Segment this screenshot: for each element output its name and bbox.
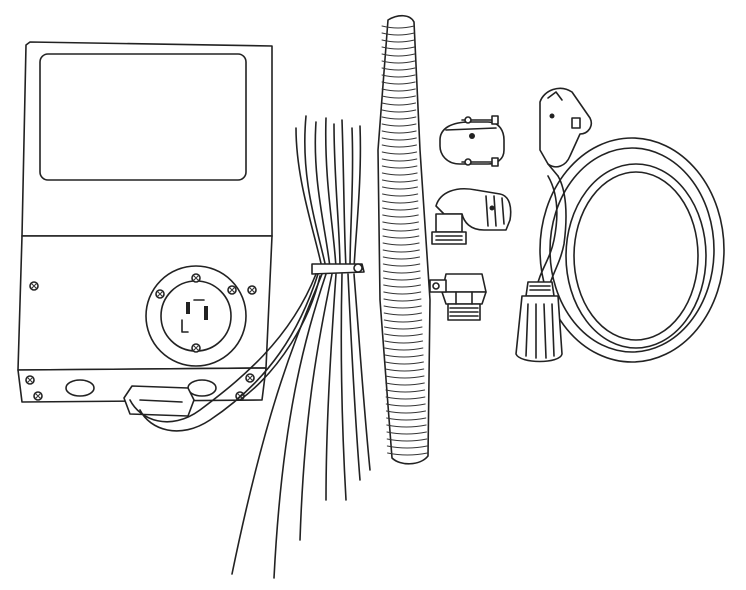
cable-tie xyxy=(311,263,365,275)
conduit-rib xyxy=(384,368,425,372)
conduit-rib xyxy=(383,284,421,288)
receptacle xyxy=(145,265,247,367)
conduit-rib xyxy=(381,186,418,190)
conduit-rib xyxy=(382,200,419,204)
conduit-rib xyxy=(381,158,418,162)
conduit-rib xyxy=(384,354,424,358)
conduit-rib xyxy=(385,403,426,407)
flexible-conduit xyxy=(377,14,431,465)
conduit-rib xyxy=(382,242,420,246)
conduit-rib xyxy=(385,410,427,414)
conduit-rib xyxy=(382,193,419,197)
conduit-rib xyxy=(381,46,415,50)
power-cord xyxy=(515,87,725,363)
conduit-rib xyxy=(382,221,419,225)
angle-connector xyxy=(431,188,512,245)
conduit-rib xyxy=(382,263,421,267)
straight-connector xyxy=(429,273,487,321)
conduit-rib xyxy=(384,347,424,351)
conduit-rib xyxy=(381,60,416,64)
screw-icon xyxy=(25,281,257,401)
conduit-rib xyxy=(381,102,417,106)
conduit-rib xyxy=(385,382,425,386)
conduit-rib xyxy=(382,249,420,253)
conduit-rib xyxy=(384,361,424,365)
conduit-rib xyxy=(381,88,416,92)
conduit-rib xyxy=(381,165,418,169)
conduit-rib xyxy=(381,53,416,57)
conduit-rib xyxy=(382,207,419,211)
conduit-rib xyxy=(382,214,419,218)
conduit-rib xyxy=(381,123,417,127)
conduit-rib xyxy=(383,298,422,302)
conduit-rib xyxy=(382,256,421,260)
conduit-rib xyxy=(383,326,423,330)
conduit-rib xyxy=(382,270,421,274)
conduit-rib xyxy=(385,389,426,393)
conduit-rib xyxy=(383,319,423,323)
conduit-rib xyxy=(383,277,421,281)
conduit-rib xyxy=(381,130,417,134)
conduit-rib xyxy=(381,116,417,120)
conduit-rib xyxy=(381,81,416,85)
conduit-rib xyxy=(383,291,422,295)
conduit-rib xyxy=(381,151,418,155)
conduit-rib xyxy=(381,39,415,43)
conduit-rib xyxy=(386,438,428,442)
conduit-rib xyxy=(381,95,416,99)
conduit-rib xyxy=(381,109,417,113)
conduit-rib xyxy=(381,74,416,78)
conduit-rib xyxy=(386,431,427,435)
conduit-rib xyxy=(381,179,418,183)
conduit-rib xyxy=(381,172,418,176)
conduit-rib xyxy=(381,32,415,36)
knockout-hole-right xyxy=(187,379,217,397)
conduit-rib xyxy=(382,235,420,239)
conduit-rib xyxy=(386,424,427,428)
conduit-rib xyxy=(384,333,423,337)
conduit-rib xyxy=(386,445,428,449)
conduit-rib xyxy=(381,144,417,148)
conduit-rib xyxy=(387,452,428,456)
conduit-rib xyxy=(381,25,415,29)
label-window xyxy=(39,53,247,181)
conduit-rib xyxy=(381,67,416,71)
transformer-box xyxy=(17,41,273,417)
conduit-rib xyxy=(381,137,417,141)
conduit-rib xyxy=(385,396,426,400)
conduit-rib xyxy=(383,305,422,309)
wire-bundle xyxy=(129,115,371,579)
conduit-rib xyxy=(386,417,427,421)
conduit-rib xyxy=(382,228,420,232)
conduit-rib xyxy=(383,312,423,316)
strain-relief-clamp xyxy=(439,115,505,167)
conduit-rib xyxy=(384,340,424,344)
knockout-hole-left xyxy=(65,379,95,397)
conduit-rib xyxy=(385,375,425,379)
